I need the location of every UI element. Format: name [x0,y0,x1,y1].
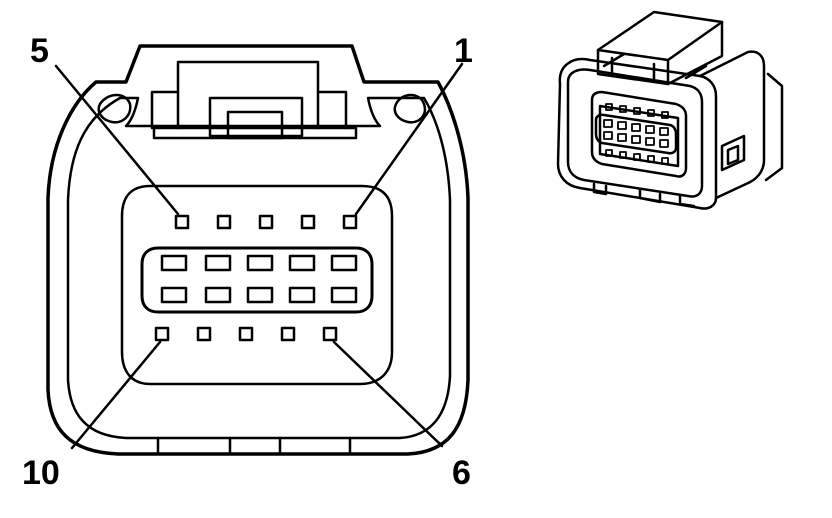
terminal-3 [258,214,274,230]
terminal-4 [216,214,232,230]
housing-ear-right [393,93,427,124]
pin-label-10: 10 [22,454,60,492]
pin-label-1: 1 [454,32,473,70]
terminal-row-bottom [154,326,338,342]
leader-lines [54,62,464,450]
terminal-2 [300,214,316,230]
terminal-9 [196,326,212,342]
connector-face-view [46,44,470,456]
housing-outline [46,44,470,456]
housing-ear-left [97,93,132,124]
housing-bottom-tabs [156,436,352,456]
pin-label-5: 5 [30,32,49,70]
terminal-5 [174,214,190,230]
terminal-6 [322,326,338,342]
terminal-7 [280,326,296,342]
pin-label-6: 6 [452,454,471,492]
center-insert-slots [160,254,358,304]
leader-line-6 [332,340,444,448]
leader-line-5 [54,64,180,216]
latch [150,60,358,140]
pin-cavity [120,184,394,386]
leader-line-1 [354,62,464,216]
connector-isometric-icon [556,10,784,210]
leader-line-10 [70,340,162,450]
terminal-8 [238,326,254,342]
center-insert [140,246,374,314]
terminal-1 [342,214,358,230]
terminal-10 [154,326,170,342]
terminal-row-top [174,214,358,230]
housing-inner-outline [66,96,452,440]
